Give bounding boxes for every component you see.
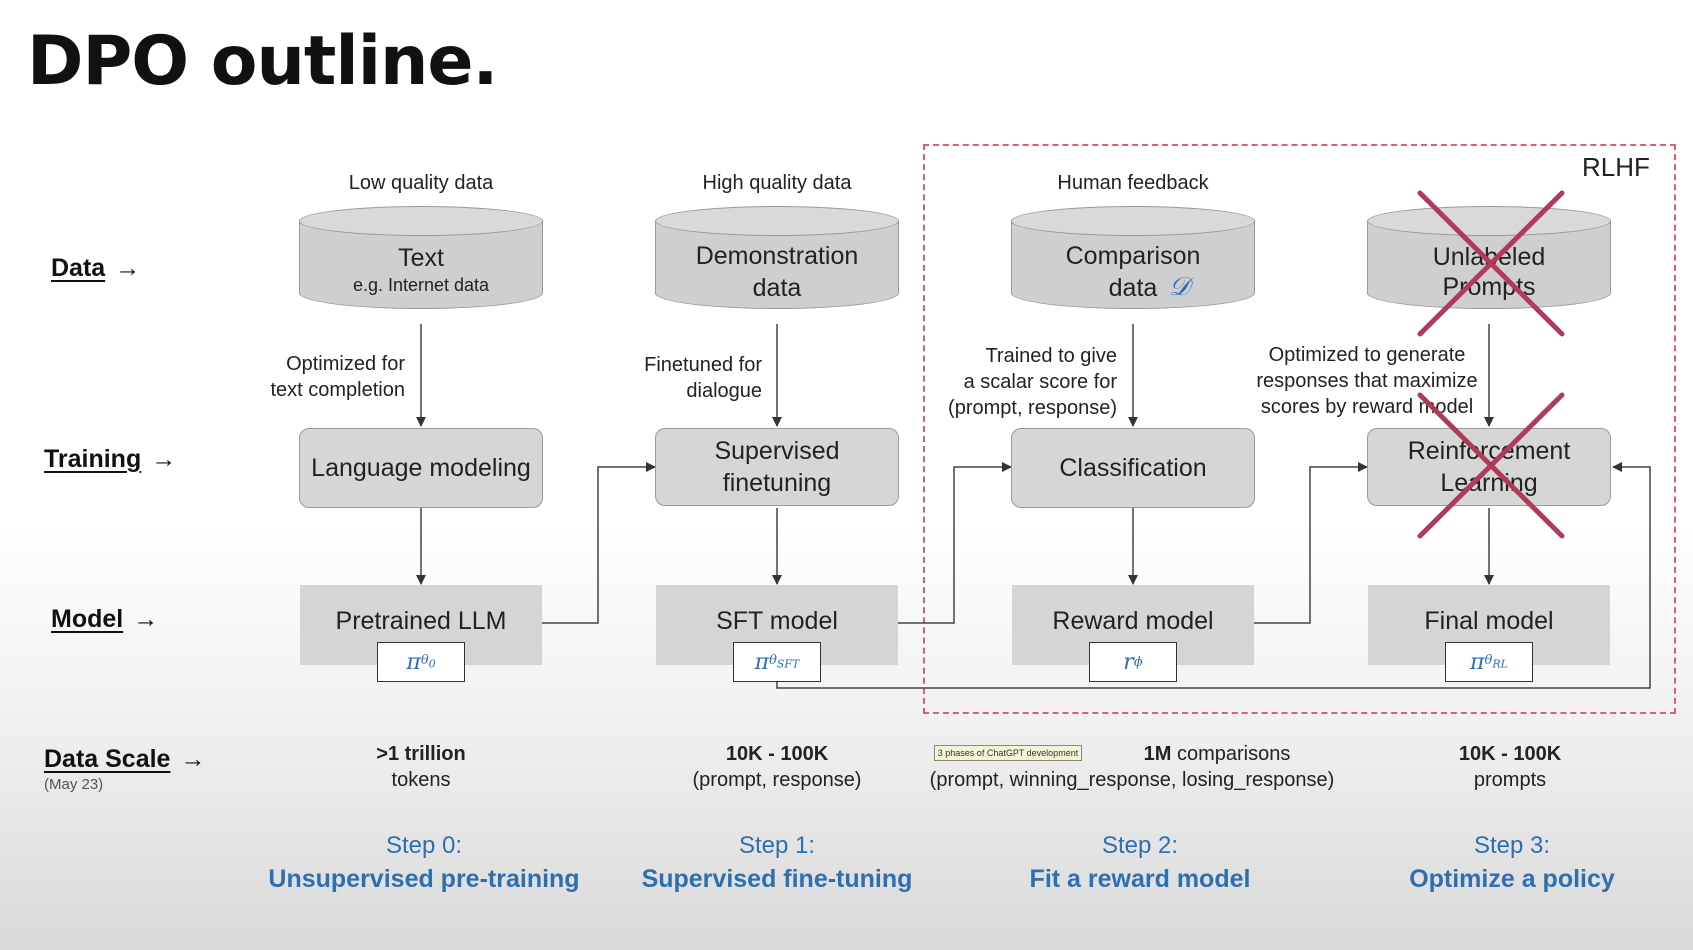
right-arrow-icon: → xyxy=(115,254,141,282)
database-label: Text e.g. Internet data xyxy=(299,242,543,296)
edge-note-line: dialogue xyxy=(686,380,762,402)
edge-note-line: (prompt, response) xyxy=(948,397,1117,419)
scale-unit: (prompt, response) xyxy=(692,769,862,791)
edge-note-col0: Optimized for text completion xyxy=(205,351,405,403)
edge-note-line: Trained to give xyxy=(985,345,1117,367)
scale-value: >1 trillion xyxy=(376,743,466,765)
training-box-supervised-finetuning: Supervised finetuning xyxy=(655,428,899,506)
cylinder-top xyxy=(1011,206,1255,236)
dataset-symbol: 𝒟 xyxy=(1169,272,1190,302)
data-scale-col3: 10K - 100K prompts xyxy=(1400,741,1620,793)
cylinder-top xyxy=(655,206,899,236)
right-arrow-icon: → xyxy=(151,445,177,473)
edge-note-line: Finetuned for xyxy=(644,354,762,376)
database-comparison: Comparison data 𝒟 xyxy=(1011,206,1255,324)
data-caption-col0: Low quality data xyxy=(348,172,494,194)
row-label-training: Training → xyxy=(44,445,176,474)
model-label: SFT model xyxy=(716,607,838,635)
rlhf-label: RLHF xyxy=(1582,152,1650,182)
step-title: Unsupervised pre-training xyxy=(268,865,580,893)
page-title: DPO outline. xyxy=(27,22,498,101)
training-box-classification: Classification xyxy=(1011,428,1255,508)
right-arrow-icon: → xyxy=(180,745,206,773)
database-unlabeled-prompts: Unlabeled Prompts xyxy=(1367,206,1611,324)
elbow-reward-to-rl xyxy=(1254,462,1368,624)
rlhf-frame xyxy=(923,144,1676,714)
scale-unit: prompts xyxy=(1473,769,1547,791)
step-col2: Step 2: Fit a reward model xyxy=(960,830,1320,896)
scale-unit: (prompt, winning_response, losing_respon… xyxy=(929,769,1335,791)
step-col3: Step 3: Optimize a policy xyxy=(1332,830,1692,896)
database-text: Text e.g. Internet data xyxy=(299,206,543,324)
scale-value: 1M xyxy=(1143,743,1172,765)
step-number: Step 0: xyxy=(385,832,463,859)
model-label: Final model xyxy=(1424,607,1554,635)
edge-note-line: Optimized to generate xyxy=(1268,344,1466,366)
edge-note-line: text completion xyxy=(270,379,405,401)
edge-note-line: Optimized for xyxy=(286,353,405,375)
data-caption-col1: High quality data xyxy=(702,172,852,194)
elbow-pretrained-to-sft xyxy=(542,462,656,624)
training-box-language-modeling: Language modeling xyxy=(299,428,543,508)
scale-value-unit: comparisons xyxy=(1176,743,1291,765)
edge-note-col1: Finetuned for dialogue xyxy=(560,352,762,404)
edge-note-col3: Optimized to generate responses that max… xyxy=(1222,342,1512,420)
database-label: Demonstration data xyxy=(695,242,859,302)
row-label-data-scale-text: Data Scale xyxy=(44,745,171,773)
data-scale-col1: 10K - 100K (prompt, response) xyxy=(667,741,887,793)
step-title: Optimize a policy xyxy=(1409,865,1615,893)
step-col0: Step 0: Unsupervised pre-training xyxy=(244,830,604,896)
loop-sft-to-rl xyxy=(776,462,1651,689)
model-label: Reward model xyxy=(1052,607,1214,635)
edge-note-line: a scalar score for xyxy=(963,371,1117,393)
data-scale-date: (May 23) xyxy=(44,776,104,793)
database-subtitle: e.g. Internet data xyxy=(352,275,490,295)
elbow-sft-to-classification xyxy=(898,462,1012,624)
step-title: Supervised fine-tuning xyxy=(641,865,913,893)
row-label-data-text: Data xyxy=(51,254,106,282)
edge-note-col2: Trained to give a scalar score for (prom… xyxy=(917,343,1117,421)
row-label-training-text: Training xyxy=(44,445,142,473)
scale-unit: tokens xyxy=(391,769,451,791)
data-scale-col0: >1 trillion tokens xyxy=(321,741,521,793)
cylinder-top xyxy=(299,206,543,236)
row-label-model: Model → xyxy=(51,605,158,634)
data-scale-col2: 1M comparisons (prompt, winning_response… xyxy=(912,741,1352,793)
cylinder-top xyxy=(1367,206,1611,236)
model-label: Pretrained LLM xyxy=(335,607,507,635)
row-label-model-text: Model xyxy=(51,605,124,633)
scale-value: 10K - 100K xyxy=(725,743,829,765)
scale-value: 10K - 100K xyxy=(1458,743,1562,765)
right-arrow-icon: → xyxy=(133,605,159,633)
edge-note-line: responses that maximize xyxy=(1256,370,1478,392)
training-box-reinforcement-learning: Reinforcement Learning xyxy=(1367,428,1611,506)
step-number: Step 3: xyxy=(1473,832,1551,859)
step-number: Step 1: xyxy=(738,832,816,859)
database-title: Comparison data xyxy=(1065,242,1201,302)
tooltip: 3 phases of ChatGPT development xyxy=(934,745,1082,761)
step-col1: Step 1: Supervised fine-tuning xyxy=(597,830,957,896)
database-label: Comparison data xyxy=(1011,240,1255,304)
row-label-data-scale: Data Scale → xyxy=(44,745,205,774)
edge-note-line: scores by reward model xyxy=(1260,396,1474,418)
database-title-line: Comparison data xyxy=(1011,240,1255,304)
database-title: Text xyxy=(398,244,444,272)
step-number: Step 2: xyxy=(1101,832,1179,859)
step-title: Fit a reward model xyxy=(1029,865,1251,893)
database-demonstration: Demonstration data xyxy=(655,206,899,324)
row-label-data: Data → xyxy=(51,254,140,283)
data-caption-col2: Human feedback xyxy=(1057,172,1209,194)
model-box-sft: SFT model xyxy=(656,585,898,665)
database-label: Unlabeled Prompts xyxy=(1432,243,1546,301)
